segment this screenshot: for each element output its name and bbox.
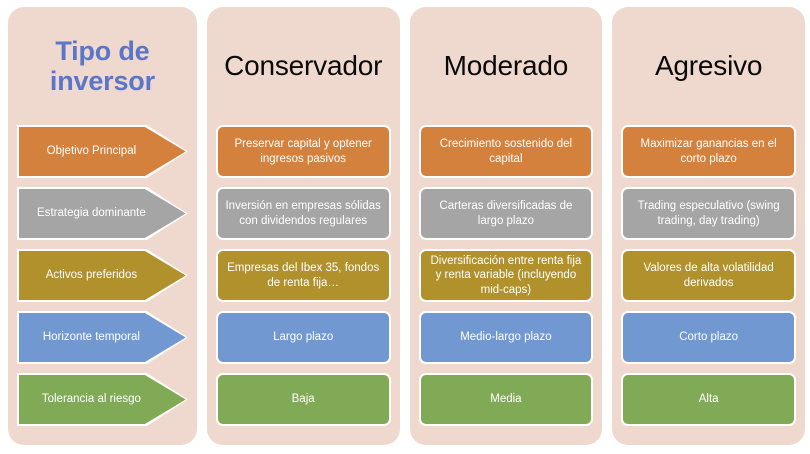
cell-agresivo-activos-preferidos[interactable]: Valores de alta volatilidad derivados [621,249,796,302]
criteria-row-objetivo-principal[interactable]: Objetivo Principal [17,125,188,178]
cell-agresivo-objetivo-principal[interactable]: Maximizar ganancias en el corto plazo [621,125,796,178]
cell-conservador-activos-preferidos[interactable]: Empresas del Ibex 35, fondos de renta fi… [215,249,391,302]
chevron-fill-icon [19,251,186,300]
panel-moderado: Moderado Crecimiento sostenido del capit… [409,7,603,445]
cell-moderado-estrategia-dominante[interactable]: Carteras diversificadas de largo plazo [418,187,594,240]
chevron-fill-icon [19,127,186,176]
cell-conservador-horizonte-temporal[interactable]: Largo plazo [215,311,391,364]
criteria-row-label: Tolerancia al riesgo [41,393,141,406]
moderado-cell-list: Crecimiento sostenido del capital Carter… [410,125,603,445]
criteria-row-label: Horizonte temporal [42,331,140,344]
criteria-row-label: Activos preferidos [45,269,138,282]
criteria-row-activos-preferidos[interactable]: Activos preferidos [17,249,188,302]
panel-criteria: Tipo de inversor Objetivo Principal Estr… [8,7,197,445]
cell-moderado-objetivo-principal[interactable]: Crecimiento sostenido del capital [418,125,594,178]
agresivo-cell-list: Maximizar ganancias en el corto plazo Tr… [612,125,805,445]
panel-moderado-title: Moderado [443,50,569,82]
panel-agresivo: Agresivo Maximizar ganancias en el corto… [612,7,805,445]
chevron-fill-icon [19,313,186,362]
cell-agresivo-estrategia-dominante[interactable]: Trading especulativo (swing trading, day… [621,187,796,240]
conservador-cell-list: Preservar capital y optener ingresos pas… [207,125,400,445]
panel-agresivo-title: Agresivo [654,50,763,82]
criteria-row-label: Estrategia dominante [37,207,146,220]
criteria-row-tolerancia-al-riesgo[interactable]: Tolerancia al riesgo [17,373,188,426]
criteria-row-estrategia-dominante[interactable]: Estrategia dominante [17,187,188,240]
chevron-fill-icon [19,375,186,424]
cell-moderado-tolerancia-al-riesgo[interactable]: Media [418,373,594,426]
panel-conservador-title: Conservador [224,50,383,82]
cell-conservador-objetivo-principal[interactable]: Preservar capital y optener ingresos pas… [215,125,391,178]
chevron-fill-icon [19,189,186,238]
cell-conservador-estrategia-dominante[interactable]: Inversión en empresas sólidas con divide… [215,187,391,240]
criteria-row-list: Objetivo Principal Estrategia dominante … [8,125,197,445]
panel-criteria-title: Tipo de inversor [49,35,155,96]
criteria-row-label: Objetivo Principal [46,145,137,158]
cell-moderado-horizonte-temporal[interactable]: Medio-largo plazo [418,311,594,364]
cell-conservador-tolerancia-al-riesgo[interactable]: Baja [215,373,391,426]
panel-conservador: Conservador Preservar capital y optener … [206,7,400,445]
cell-moderado-activos-preferidos[interactable]: Diversificación entre renta fija y renta… [418,249,594,302]
cell-agresivo-tolerancia-al-riesgo[interactable]: Alta [621,373,796,426]
criteria-row-horizonte-temporal[interactable]: Horizonte temporal [17,311,188,364]
cell-agresivo-horizonte-temporal[interactable]: Corto plazo [621,311,796,364]
